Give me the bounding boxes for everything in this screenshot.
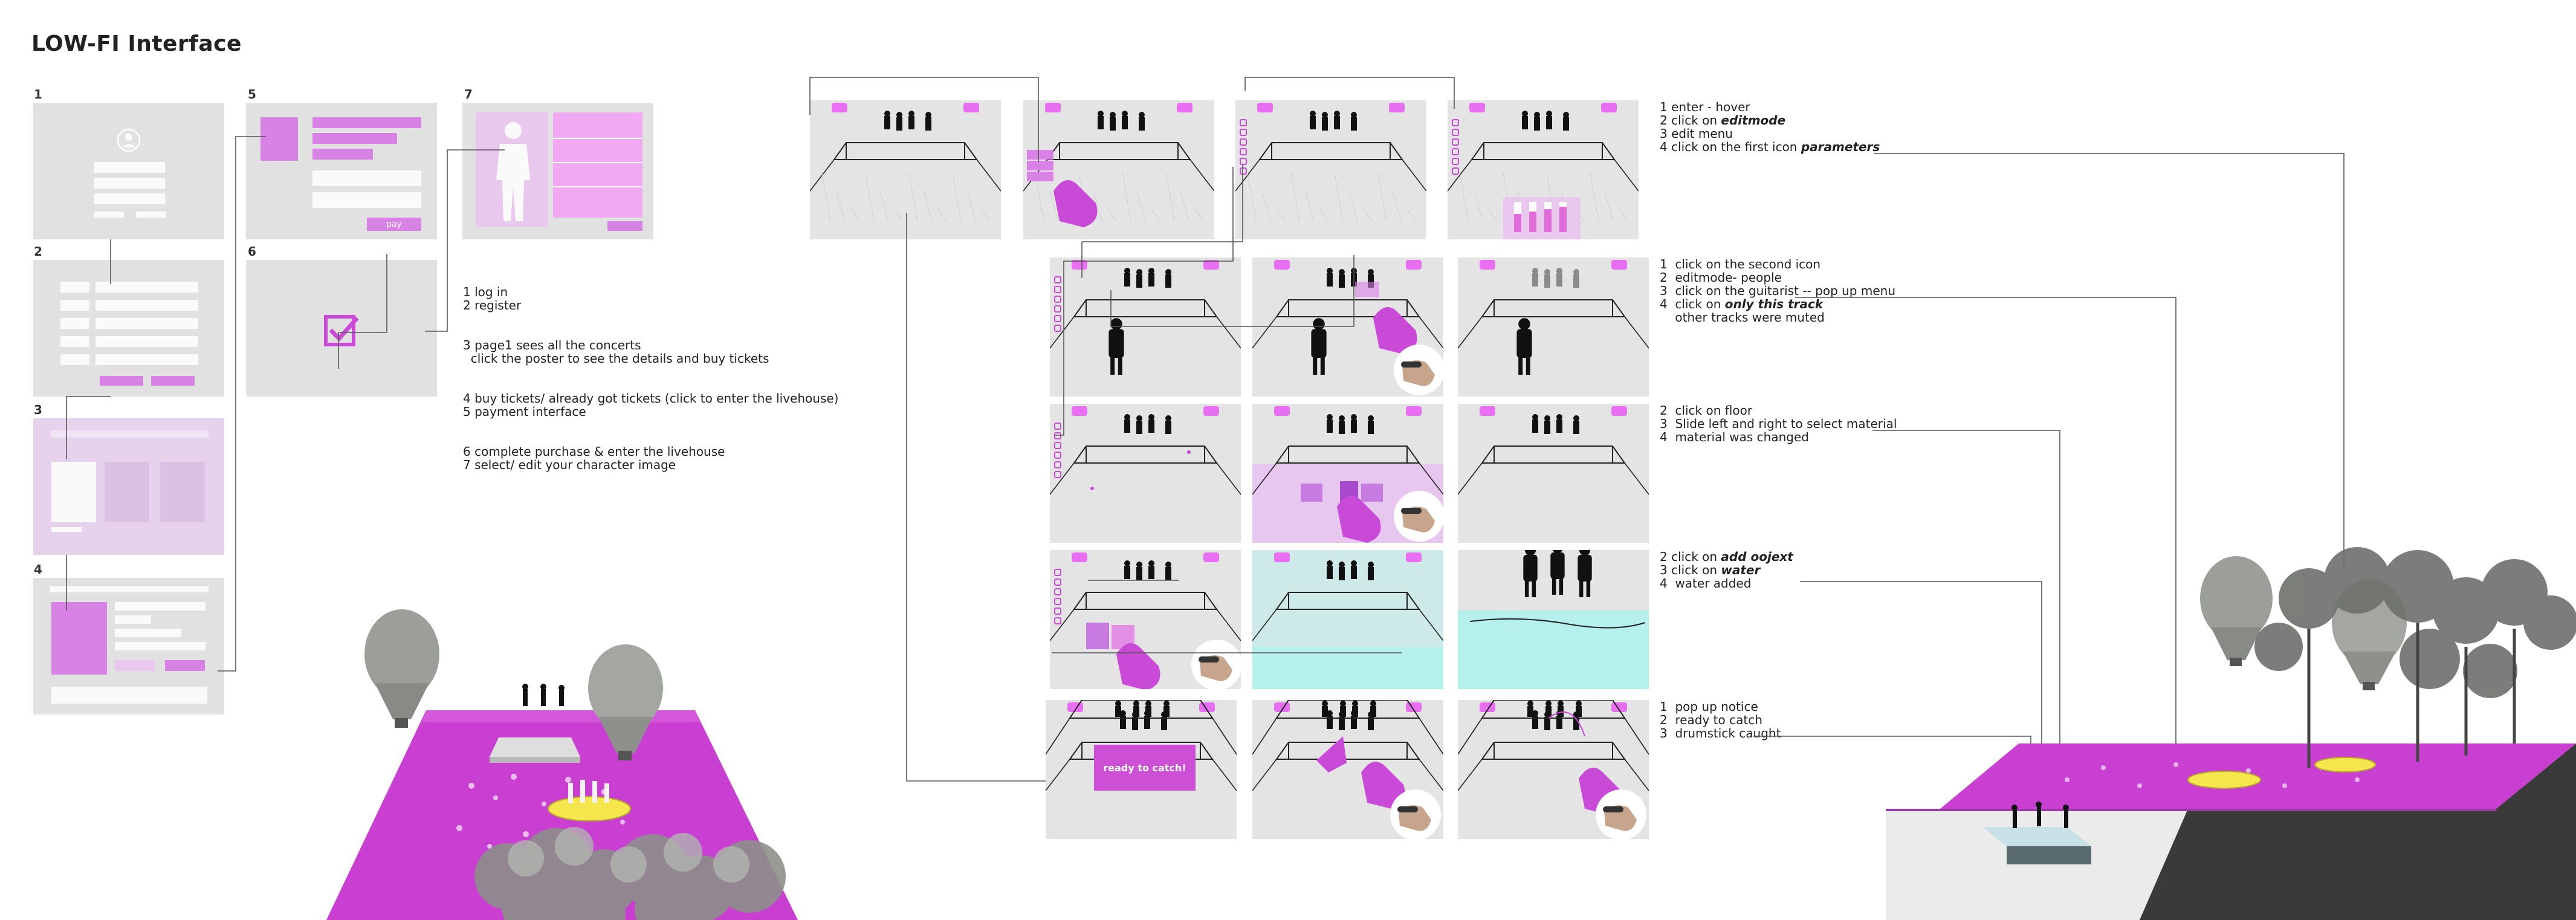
scene-material-slide	[1252, 404, 1443, 543]
hot-air-balloon-icon	[364, 609, 439, 728]
wireframe-login	[33, 103, 224, 239]
scene-ready-catch	[1252, 700, 1443, 839]
wireframe-label-4: 4	[34, 562, 42, 577]
scene-water-added	[1458, 550, 1649, 689]
wireframe-complete-purchase	[246, 260, 437, 397]
wireframe-register	[33, 260, 224, 397]
edit-icon-column	[1055, 423, 1061, 478]
wireframe-buy-tickets	[33, 578, 224, 714]
wireframe-label-1: 1	[34, 87, 42, 102]
scene-parameters	[1448, 100, 1639, 239]
wireframe-label-6: 6	[248, 244, 256, 259]
scene-editmode	[1023, 100, 1214, 239]
scene-group-1-steps: 1 enter - hover2 click on editmode3 edit…	[1660, 100, 1880, 154]
scene-material-changed	[1458, 404, 1649, 543]
ready-to-catch-button[interactable]: ready to catch!	[1094, 745, 1196, 791]
user-avatar-icon	[117, 128, 141, 152]
wireframe-payment: pay	[246, 103, 437, 239]
scene-group-4-steps: 2 click on add oojext3 click on water4 w…	[1660, 550, 1793, 590]
left-steps: 1 log in2 register 3 page1 sees all the …	[463, 259, 838, 485]
scene-group-3-steps: 2 click on floor3 Slide left and right t…	[1660, 404, 1897, 444]
edit-icon-column	[1055, 569, 1061, 624]
livehouse-3d-right	[1886, 526, 2576, 920]
scene-second-icon	[1050, 258, 1241, 397]
wireframe-label-7: 7	[464, 87, 473, 102]
scene-group-5-steps: 1 pop up notice2 ready to catch3 drumsti…	[1660, 700, 1781, 740]
edit-icon-column	[1055, 277, 1061, 331]
scene-add-water	[1252, 550, 1443, 689]
wireframe-label-5: 5	[248, 87, 256, 102]
wireframe-label-2: 2	[34, 244, 42, 259]
scene-people-popup	[1252, 258, 1443, 397]
scene-enter	[810, 100, 1001, 239]
wireframe-character	[462, 103, 653, 239]
edit-icon-column	[1452, 120, 1458, 174]
wireframe-label-3: 3	[34, 403, 42, 417]
scene-muted-tracks	[1458, 258, 1649, 397]
checkbox-check-icon	[322, 311, 361, 349]
scene-add-object	[1050, 550, 1241, 689]
scene-edit-menu	[1235, 100, 1426, 239]
scene-group-2-steps: 1 click on the second icon2 editmode- pe…	[1660, 258, 1895, 324]
scene-drumstick-caught	[1458, 700, 1649, 839]
page-title: LOW-FI Interface	[31, 31, 242, 56]
wireframe-concerts	[33, 418, 224, 555]
character-silhouette-icon	[489, 120, 537, 222]
edit-icon-column	[1240, 120, 1246, 174]
scene-floor-click	[1050, 404, 1241, 543]
livehouse-3d-left	[314, 598, 816, 920]
pay-button[interactable]: pay	[367, 218, 421, 231]
